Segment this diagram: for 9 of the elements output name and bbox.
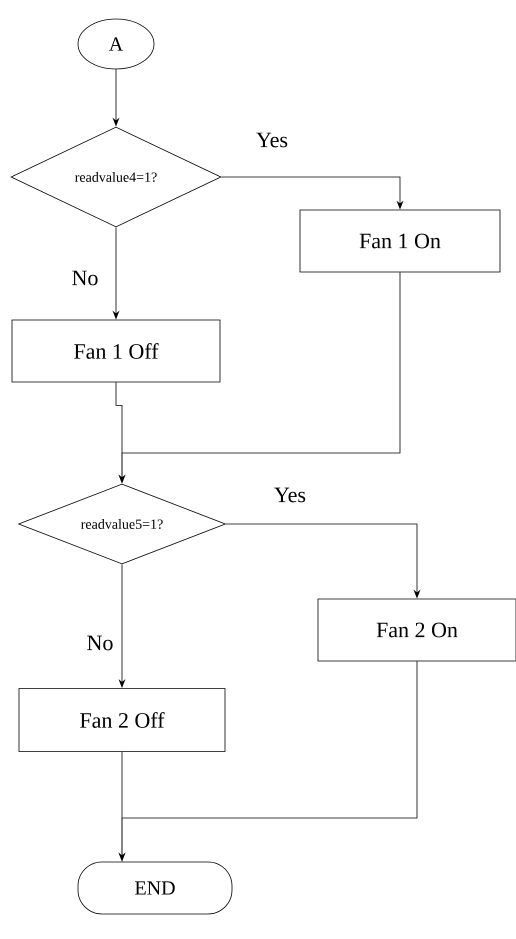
edge-label: Yes [273, 486, 307, 504]
process-box: Fan 1 Off [12, 320, 220, 382]
edge-label: Yes [255, 132, 289, 148]
process-box: Fan 2 Off [18, 688, 226, 752]
process-box: Fan 2 On [318, 598, 516, 662]
edge-label: No [86, 634, 114, 652]
edge-label: No [70, 270, 100, 286]
process-box: Fan 1 On [300, 210, 500, 272]
terminal-box: END [78, 862, 232, 914]
